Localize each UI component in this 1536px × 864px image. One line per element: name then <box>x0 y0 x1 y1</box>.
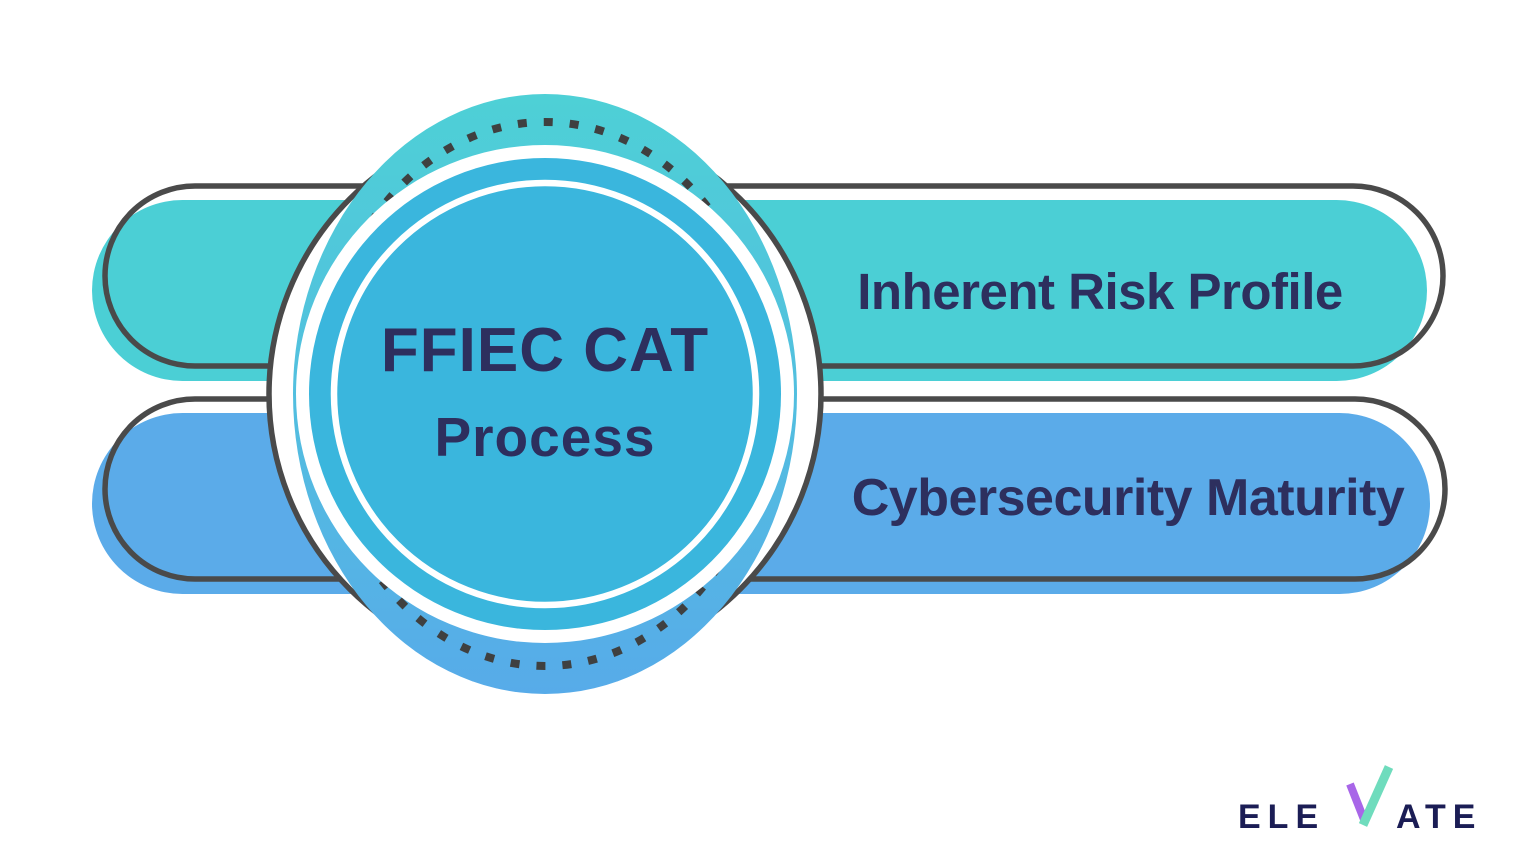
cybersecurity-label: Cybersecurity Maturity <box>852 469 1405 527</box>
checkmark-v-icon <box>1346 765 1394 827</box>
center-title: FFIEC CAT <box>381 316 709 385</box>
logo-text-ate: ATE <box>1396 798 1482 836</box>
logo-text-ele: ELE <box>1238 798 1325 836</box>
inherent-risk-label: Inherent Risk Profile <box>857 263 1342 320</box>
check-right-stroke <box>1358 765 1394 827</box>
center-subtitle: Process <box>434 406 655 468</box>
center-circle <box>309 158 781 630</box>
center-circle-group: FFIEC CAT Process <box>266 94 824 694</box>
elevate-logo: ELE ATE <box>1238 765 1482 836</box>
inner-white-ring <box>330 179 760 609</box>
